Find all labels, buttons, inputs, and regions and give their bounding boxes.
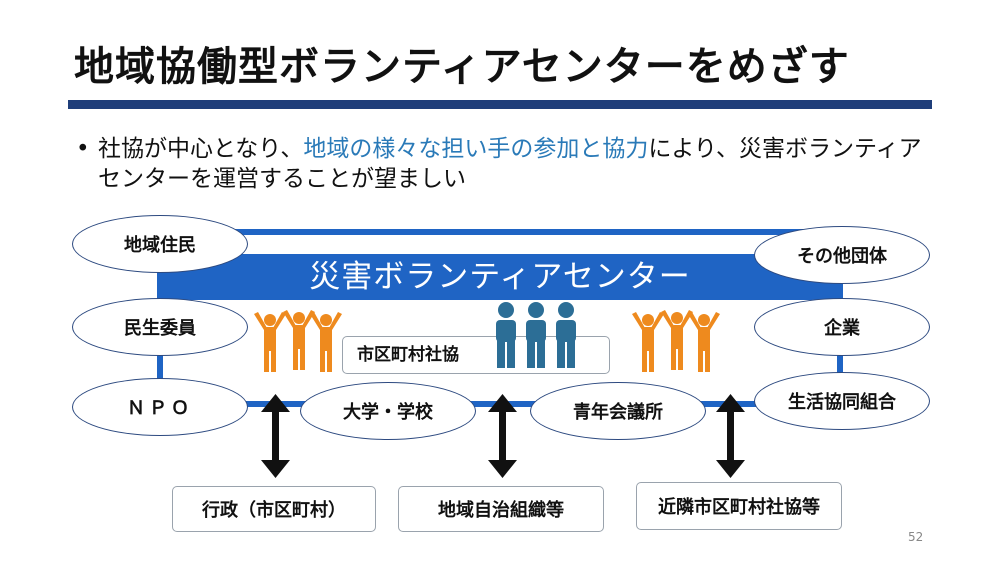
oval-universities-schools: 大学・学校 (300, 382, 476, 440)
oval-companies: 企業 (754, 298, 930, 356)
box-municipal-government: 行政（市区町村） (172, 486, 376, 532)
bullet-dot: • (76, 136, 90, 162)
bullet-text-post: により、災害ボランティアセンターを運営することが望ましい (98, 136, 922, 192)
box-community-organizations: 地域自治組織等 (398, 486, 604, 532)
bullet-text: 社協が中心となり、地域の様々な担い手の参加と協力により、災害ボランティアセンター… (98, 134, 936, 194)
double-arrow-left-icon (261, 394, 290, 478)
oval-welfare-commissioners: 民生委員 (72, 298, 248, 356)
double-arrow-center-icon (488, 394, 517, 478)
page-number: 52 (908, 530, 924, 544)
oval-local-residents: 地域住民 (72, 215, 248, 273)
double-arrow-right-icon (716, 394, 745, 478)
oval-npo: ＮＰＯ (72, 378, 248, 436)
people-group-left-icon (254, 310, 342, 372)
oval-junior-chamber: 青年会議所 (530, 382, 706, 440)
center-banner (160, 254, 840, 300)
oval-cooperatives: 生活協同組合 (754, 372, 930, 430)
disaster-volunteer-center-label: 災害ボランティアセンター (309, 259, 691, 295)
title-underline (68, 100, 932, 109)
oval-other-organizations: その他団体 (754, 226, 930, 284)
box-neighboring-councils: 近隣市区町村社協等 (636, 482, 842, 530)
people-group-right-icon (632, 310, 720, 372)
bullet-point: • 社協が中心となり、地域の様々な担い手の参加と協力により、災害ボランティアセン… (76, 134, 936, 194)
bullet-text-pre: 社協が中心となり、 (98, 136, 304, 162)
slide-title: 地域協働型ボランティアセンターをめざす (74, 44, 850, 90)
bullet-text-highlight: 地域の様々な担い手の参加と協力 (303, 136, 649, 162)
municipal-council-box: 市区町村社協 (342, 336, 610, 374)
people-group-center-icon (496, 302, 576, 368)
